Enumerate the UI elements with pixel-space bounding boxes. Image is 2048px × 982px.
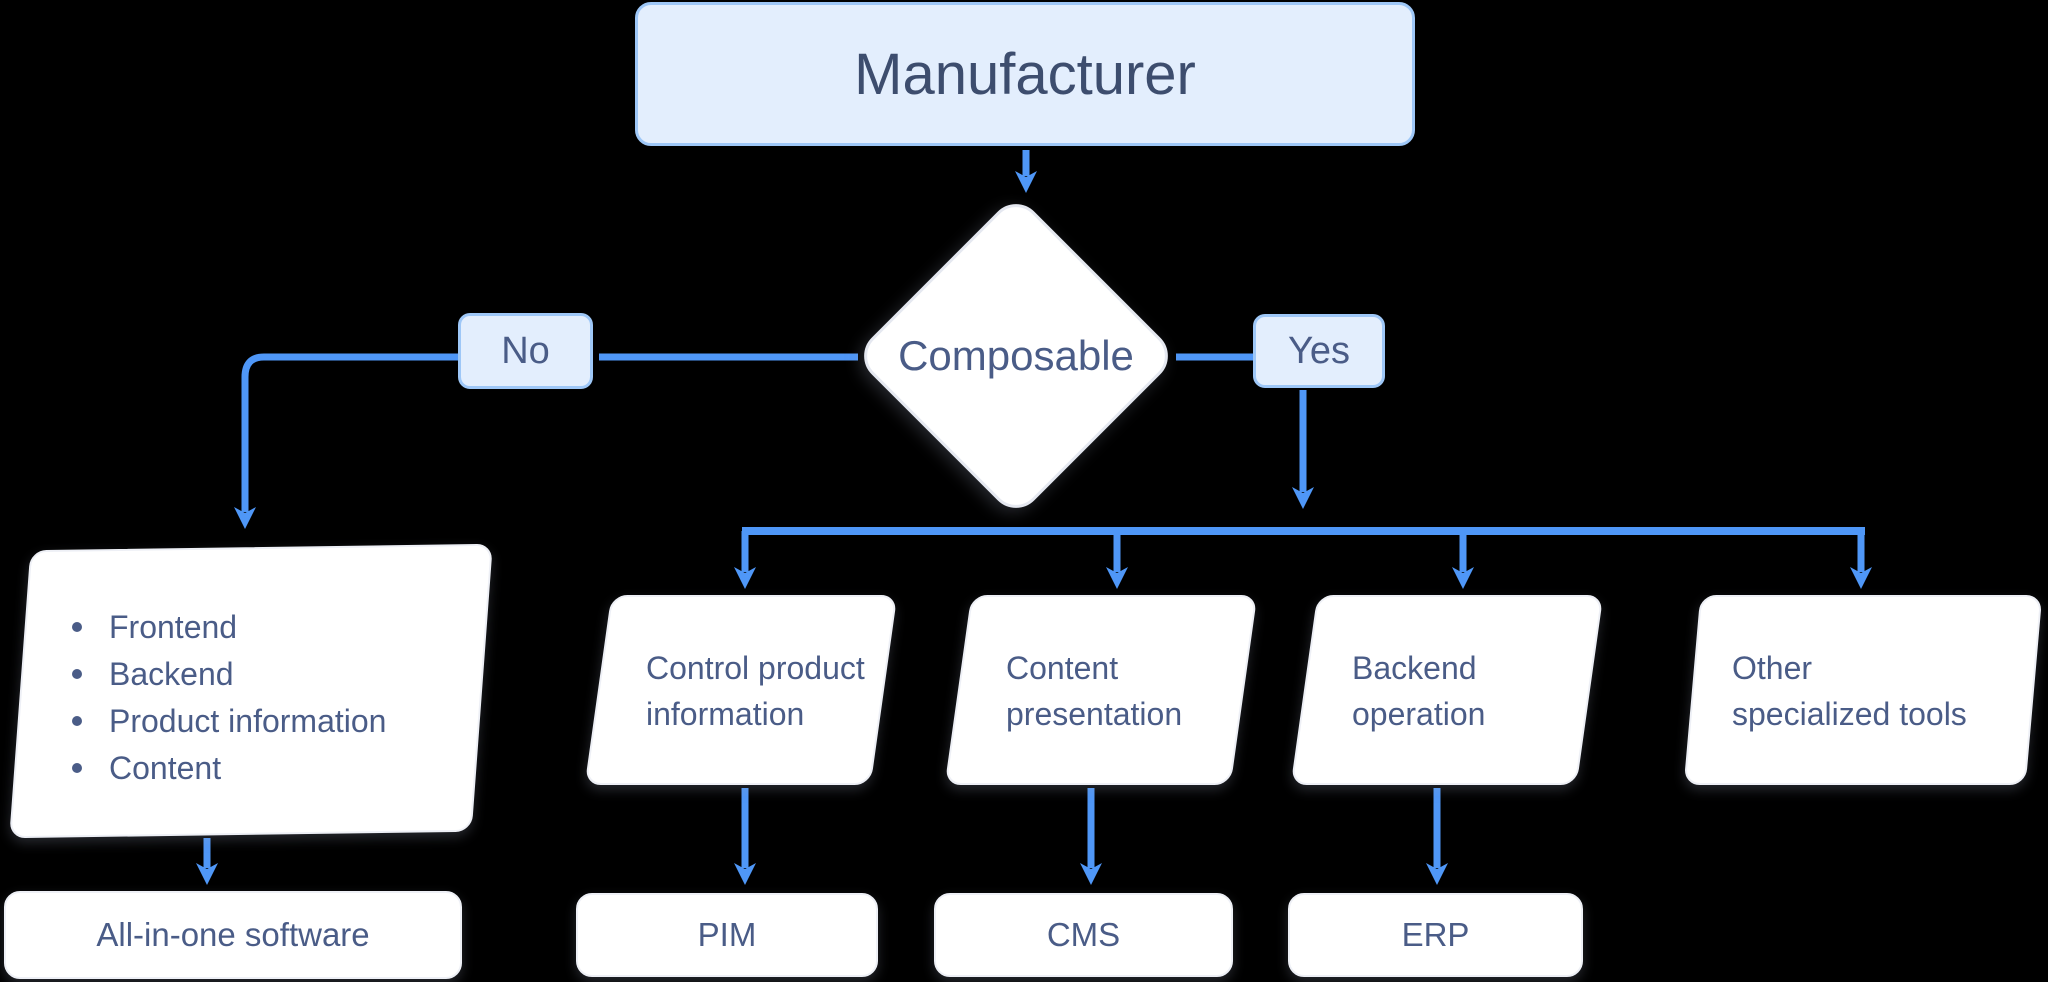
- label-line-2: operation: [1352, 696, 1486, 732]
- node-label: Content presentation: [1006, 645, 1182, 737]
- node-pim: PIM: [576, 893, 878, 977]
- label-line-1: Backend: [1352, 650, 1477, 686]
- label-line-2: specialized tools: [1732, 696, 1967, 732]
- node-monolith-scope: Frontend Backend Product information Con…: [9, 543, 493, 839]
- node-label: Control product information: [646, 645, 865, 737]
- node-branch-yes: Yes: [1253, 314, 1385, 388]
- composable-label: Composable: [898, 332, 1134, 379]
- list-item-label: Backend: [109, 655, 234, 692]
- list-item-label: Content: [109, 749, 222, 786]
- list-item-label: Product information: [109, 702, 387, 739]
- node-manufacturer: Manufacturer: [635, 2, 1415, 146]
- list-item: Frontend: [72, 603, 386, 650]
- pim-label: PIM: [697, 916, 757, 953]
- no-label: No: [501, 329, 550, 372]
- erp-label: ERP: [1401, 916, 1470, 953]
- label-line-1: Other: [1732, 650, 1813, 686]
- node-control-product-information: Control product information: [584, 595, 898, 785]
- bullet-dot: [72, 762, 82, 773]
- list-item: Product information: [72, 697, 386, 744]
- cms-label: CMS: [1046, 916, 1121, 953]
- bullet-dot: [72, 621, 82, 632]
- node-label: Backend operation: [1352, 645, 1485, 737]
- node-erp: ERP: [1288, 893, 1583, 977]
- list-item: Content: [72, 744, 386, 791]
- decision-diamond-label: Composable: [856, 332, 1176, 380]
- yes-label: Yes: [1288, 329, 1350, 372]
- node-other-specialized-tools: Other specialized tools: [1683, 595, 2043, 785]
- node-content-presentation: Content presentation: [944, 595, 1258, 785]
- edge-no-monolith: [234, 353, 458, 529]
- list-item-label: Frontend: [109, 608, 238, 645]
- node-branch-no: No: [458, 313, 593, 389]
- label-line-1: Control product: [646, 650, 865, 686]
- node-backend-operation: Backend operation: [1290, 595, 1604, 785]
- label-line-2: presentation: [1006, 696, 1183, 732]
- manufacturer-label: Manufacturer: [854, 41, 1196, 107]
- label-line-2: information: [646, 696, 805, 732]
- node-cms: CMS: [934, 893, 1233, 977]
- bullet-dot: [72, 715, 82, 726]
- node-all-in-one-software: All-in-one software: [4, 891, 462, 979]
- label-line-1: Content: [1006, 650, 1119, 686]
- node-label: Other specialized tools: [1732, 645, 1967, 737]
- all-in-one-label: All-in-one software: [96, 916, 370, 953]
- list-item: Backend: [72, 650, 386, 697]
- monolith-list: Frontend Backend Product information Con…: [72, 603, 386, 791]
- bullet-dot: [72, 668, 82, 679]
